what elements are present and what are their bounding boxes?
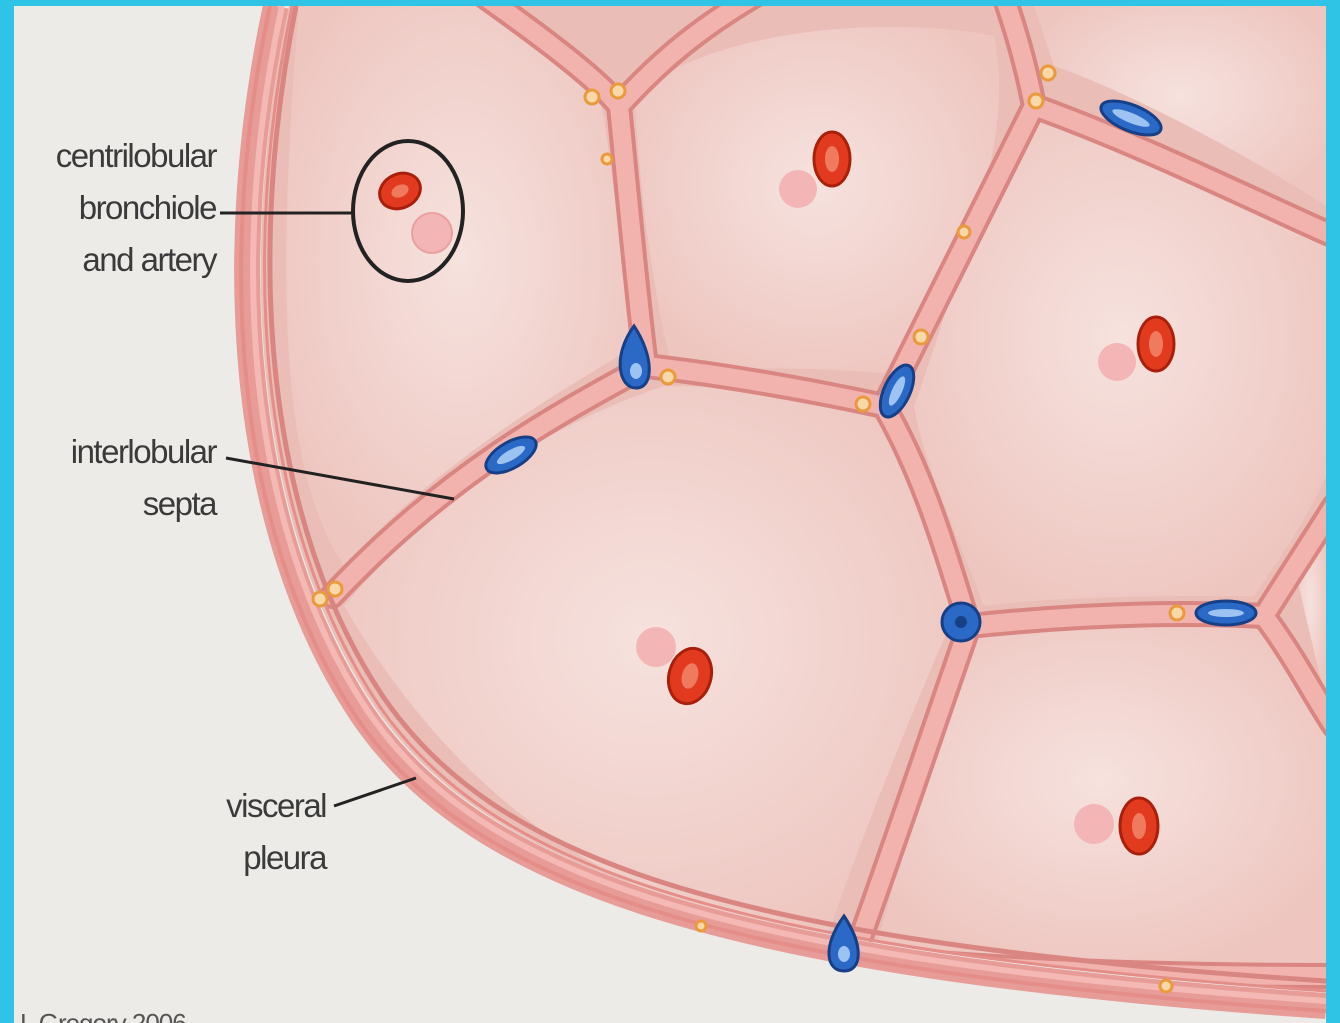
vein-6 bbox=[1196, 601, 1256, 625]
vein-5 bbox=[942, 603, 980, 641]
label-pleura-line1: visceral bbox=[114, 780, 326, 832]
label-centrilobular-line2: bronchiole bbox=[14, 182, 216, 234]
label-centrilobular-line1: centrilobular bbox=[14, 130, 216, 182]
leader-pleura bbox=[334, 778, 416, 806]
label-pleura-line2: pleura bbox=[114, 832, 326, 884]
label-centrilobular-line3: and artery bbox=[14, 234, 216, 286]
copyright-credit: L Gregory 2006 bbox=[20, 1008, 186, 1023]
label-interlobular-septa: interlobular septa bbox=[14, 426, 216, 530]
label-septa-line1: interlobular bbox=[14, 426, 216, 478]
diagram-frame: centrilobular bronchiole and artery inte… bbox=[14, 6, 1326, 1023]
label-septa-line2: septa bbox=[14, 478, 216, 530]
label-visceral-pleura: visceral pleura bbox=[114, 780, 326, 884]
label-centrilobular: centrilobular bronchiole and artery bbox=[14, 130, 216, 286]
